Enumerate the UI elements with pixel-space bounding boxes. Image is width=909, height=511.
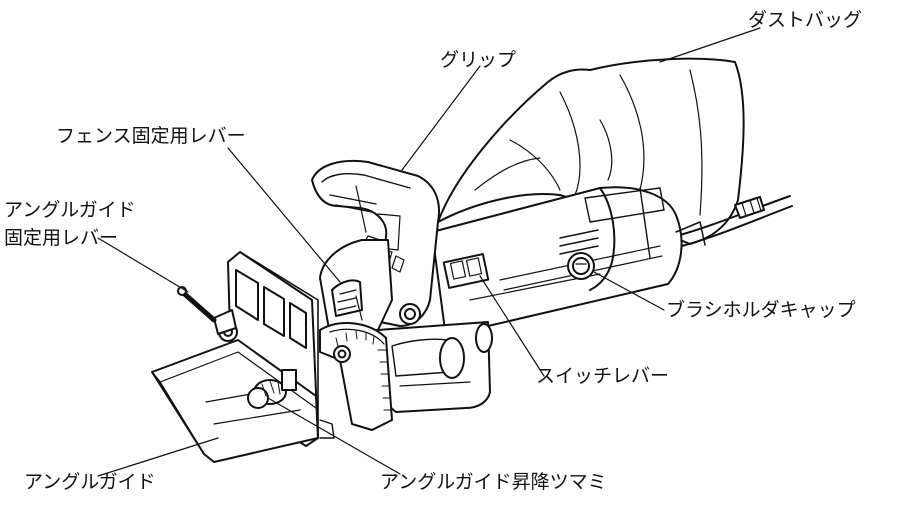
leader-switch-lever — [479, 275, 545, 377]
leader-angle-guide — [97, 437, 219, 477]
label-angle-guide-knob: アングルガイド昇降ツマミ — [380, 471, 607, 493]
power-cord-drawing — [679, 195, 793, 247]
angle-scale-drawing — [319, 322, 393, 431]
leader-grip — [401, 65, 481, 171]
angle-guide-lock-lever-drawing — [177, 286, 217, 323]
label-angle-guide-lock-lever-line2: 固定用レバー — [4, 227, 119, 249]
leader-brush-holder-cap — [593, 271, 665, 311]
motor-body-drawing — [431, 186, 706, 331]
leader-dust-bag — [659, 27, 761, 63]
label-dust-bag: ダストバッグ — [748, 9, 863, 31]
label-angle-guide-lock-lever-line1: アングルガイド — [4, 199, 136, 221]
label-switch-lever: スイッチレバー — [536, 365, 670, 387]
label-fence-lock-lever: フェンス固定用レバー — [56, 125, 246, 147]
leader-angle-guide-knob — [267, 397, 401, 475]
head-body-drawing — [319, 239, 393, 336]
angle-guide-knob-drawing — [247, 369, 335, 439]
label-brush-holder-cap: ブラシホルダキャップ — [666, 299, 856, 321]
leader-lines — [97, 27, 761, 477]
label-angle-guide: アングルガイド — [24, 471, 156, 493]
leader-angle-guide-lock-lever — [97, 237, 189, 293]
base-block-drawing — [371, 321, 493, 413]
leader-fence-lock-lever — [227, 147, 341, 283]
label-grip: グリップ — [440, 49, 517, 71]
